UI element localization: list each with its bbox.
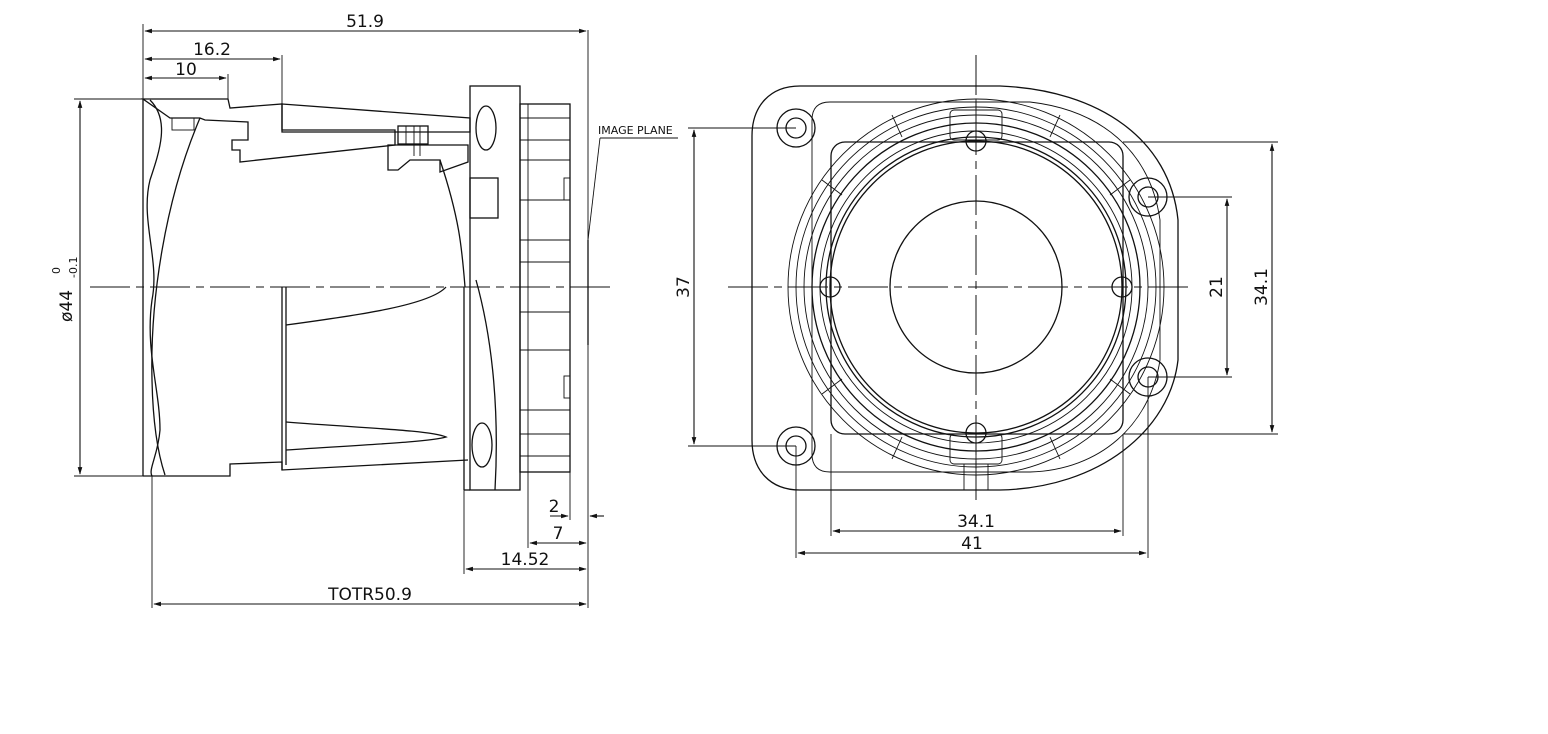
diameter-lower-tolerance: -0.1 (67, 257, 80, 278)
barrel-taper-section (281, 103, 471, 133)
front-element-curve (151, 117, 201, 476)
bottom-tab (949, 433, 1003, 465)
side-view: IMAGE PLANE 51.9 16.2 10 ø44 0 -0.1 2 7 (50, 12, 678, 608)
mounting-plate (751, 85, 1179, 491)
front-step-value: 10 (175, 60, 197, 80)
ring-ticks (821, 99, 1131, 475)
diameter-upper-tolerance: 0 (50, 267, 63, 274)
housing-section-upper (140, 98, 396, 163)
side-hole-pitch-value: 21 (1207, 276, 1227, 298)
lower-barrel-edge (143, 459, 469, 477)
top-tab (949, 109, 1003, 141)
rear-element-curve (439, 159, 466, 288)
image-plane-leader (587, 137, 601, 241)
inner-lens-upper (285, 286, 447, 326)
inner-bore (829, 140, 1123, 434)
inner-width-value: 34.1 (957, 512, 995, 532)
front-view: 37 34.1 41 21 34.1 (674, 55, 1278, 558)
hole-horizontal-pitch-value: 41 (961, 534, 983, 554)
back-focus-2-value: 2 (549, 497, 560, 517)
lens-aperture (889, 200, 1063, 374)
pin-right (1111, 276, 1133, 298)
hole-vertical-pitch-value: 37 (674, 276, 694, 298)
retainer-ring (171, 117, 195, 131)
flange-distance-value: 16.2 (193, 40, 231, 60)
mount-ring-section (387, 144, 469, 173)
image-plane-label: IMAGE PLANE (598, 124, 673, 137)
front-lens-curve (146, 99, 163, 477)
back-focus-7-value: 7 (553, 524, 564, 544)
totr-value: TOTR50.9 (327, 585, 412, 605)
pin-left (819, 276, 841, 298)
outer-height-value: 34.1 (1252, 268, 1272, 306)
inner-lens-lower (285, 421, 448, 451)
set-screw (397, 125, 429, 145)
overall-length-value: 51.9 (346, 12, 384, 32)
pin-bottom (965, 422, 987, 444)
rear-adapter (519, 103, 571, 473)
diameter-value: ø44 (57, 290, 77, 322)
mount-depth-value: 14.52 (501, 550, 550, 570)
pin-top (965, 130, 987, 152)
plate-inner-edge (811, 101, 1161, 473)
